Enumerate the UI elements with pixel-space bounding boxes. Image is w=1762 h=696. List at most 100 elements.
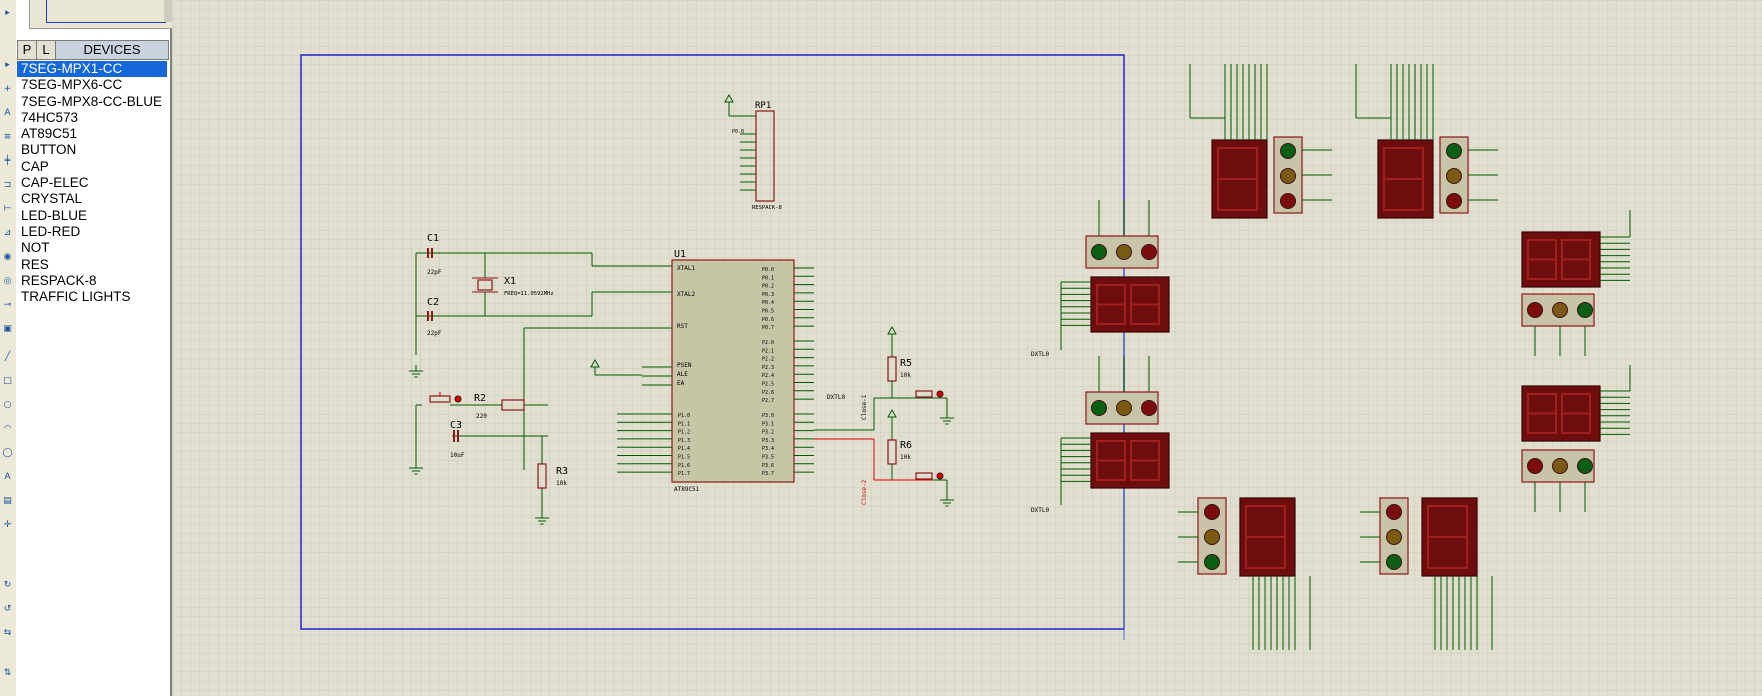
symbol-tool-icon[interactable]: ▤ xyxy=(3,496,12,506)
r3-label: R3 xyxy=(556,466,568,477)
mirror-x-icon[interactable]: ⇆ xyxy=(3,628,12,638)
library-button[interactable]: L xyxy=(37,41,56,59)
pin-label: P3.7 xyxy=(762,471,774,477)
device-item[interactable]: CAP-ELEC xyxy=(21,175,89,191)
pin-label: P1.6 xyxy=(678,463,690,469)
traffic-light-lamp xyxy=(1280,143,1296,159)
overview-sheet-frame xyxy=(46,0,166,23)
box-tool-icon[interactable]: □ xyxy=(3,376,12,386)
device-item[interactable]: LED-BLUE xyxy=(21,207,88,223)
segment-digit xyxy=(1096,440,1126,481)
text-tool-icon[interactable]: ≡ xyxy=(3,132,12,142)
reset-button-contact xyxy=(454,395,462,403)
overview-window[interactable] xyxy=(29,0,173,29)
pin-label: P1.7 xyxy=(678,471,690,477)
devices-title: DEVICES xyxy=(56,41,168,59)
x1-label: X1 xyxy=(504,276,516,287)
traffic-light-lamp xyxy=(1091,244,1107,260)
traffic-light-lamp xyxy=(1280,193,1296,209)
pin-label: P3.3 xyxy=(762,438,774,444)
junction-tool-icon[interactable]: + xyxy=(3,84,12,94)
device-item[interactable]: CRYSTAL xyxy=(21,191,83,207)
bus-tool-icon[interactable]: ╪ xyxy=(4,156,11,166)
pin-label: P1.5 xyxy=(678,455,690,461)
side-panel xyxy=(16,0,173,696)
device-item[interactable]: 7SEG-MPX1-CC xyxy=(17,61,167,78)
pin-label: ALE xyxy=(677,371,688,378)
text-draw-tool-icon[interactable]: A xyxy=(4,472,11,482)
traffic-light-lamp xyxy=(1141,400,1157,416)
marker-tool-icon[interactable]: ✛ xyxy=(3,520,12,530)
traffic-light-lamp xyxy=(1204,529,1220,545)
rotate-cw-icon[interactable]: ↻ xyxy=(3,580,12,590)
device-item[interactable]: 7SEG-MPX8-CC-BLUE xyxy=(21,93,163,109)
net-label: Close-1 xyxy=(861,394,868,420)
c2-label: C2 xyxy=(427,297,439,308)
sw1-button xyxy=(915,390,933,398)
segment-digit xyxy=(1245,505,1286,569)
device-item[interactable]: LED-RED xyxy=(21,223,81,239)
r3-value: 10k xyxy=(556,480,567,487)
pin-label: P2.7 xyxy=(762,398,774,404)
segment-digit xyxy=(1527,239,1557,280)
device-item[interactable]: CAP xyxy=(21,158,49,174)
generator-tool-icon[interactable]: ◎ xyxy=(3,276,12,286)
instrument-tool-icon[interactable]: ▣ xyxy=(3,324,12,334)
circle-tool-icon[interactable]: ○ xyxy=(3,400,12,410)
tool-palette: ▸ ▸ + A ≡ ╪ ⊐ ⊢ ⊿ ◉ ◎ ⊸ ▣ ╱ □ ○ ◠ ◯ A ▤ … xyxy=(0,0,17,696)
mirror-y-icon[interactable]: ⇅ xyxy=(3,668,12,678)
pin-label: P1.1 xyxy=(678,421,690,427)
select-tool-icon[interactable]: ▸ xyxy=(5,8,10,18)
device-item[interactable]: NOT xyxy=(21,240,50,256)
probe-tool-icon[interactable]: ⊸ xyxy=(3,300,12,310)
arc-tool-icon[interactable]: ◠ xyxy=(3,424,12,434)
device-item[interactable]: 7SEG-MPX6-CC xyxy=(21,77,123,93)
device-item[interactable]: RESPACK-8 xyxy=(21,272,97,288)
graph-tool-icon[interactable]: ⊿ xyxy=(3,228,12,238)
traffic-light-lamp xyxy=(1386,504,1402,520)
component-tool-icon[interactable]: ▸ xyxy=(5,60,10,70)
line-tool-icon[interactable]: ╱ xyxy=(4,352,11,362)
pin-label: XTAL2 xyxy=(677,291,695,298)
traffic-light-lamp xyxy=(1577,458,1593,474)
net-label: DXTL0 xyxy=(1031,351,1049,358)
pin-label: P3.6 xyxy=(762,463,774,469)
device-item[interactable]: BUTTON xyxy=(21,142,77,158)
device-item[interactable]: RES xyxy=(21,256,49,272)
pin-label: P2.5 xyxy=(762,382,774,388)
device-item[interactable]: TRAFFIC LIGHTS xyxy=(21,289,131,305)
overview-scrollbar[interactable] xyxy=(164,0,172,22)
pin-label: P0.5 xyxy=(762,309,774,315)
path-tool-icon[interactable]: ◯ xyxy=(2,448,13,458)
rotate-ccw-icon[interactable]: ↺ xyxy=(3,604,12,614)
traffic-light-lamp xyxy=(1446,168,1462,184)
device-item[interactable]: AT89C51 xyxy=(21,126,78,142)
schematic-drawing: C122pFC222pFX1FREQ=11.0592MHzR2220C310uF… xyxy=(172,0,1762,696)
traffic-light-lamp xyxy=(1527,458,1543,474)
segment-digit xyxy=(1130,284,1160,325)
pick-devices-button[interactable]: P xyxy=(18,41,37,59)
pin-tool-icon[interactable]: ⊢ xyxy=(3,204,12,214)
segment-digit xyxy=(1217,147,1258,211)
net-label: DXTL0 xyxy=(1031,507,1049,514)
traffic-light-lamp xyxy=(1446,193,1462,209)
segment-digit xyxy=(1096,284,1126,325)
pin-label: PSEN xyxy=(677,362,692,369)
rp1-type: RESPACK-8 xyxy=(752,205,782,211)
traffic-light-lamp xyxy=(1446,143,1462,159)
traffic-light-lamp xyxy=(1552,302,1568,318)
traffic-light-lamp xyxy=(1527,302,1543,318)
pin-label: P2.3 xyxy=(762,365,774,371)
pin-label: P0.0 xyxy=(732,129,744,135)
r2-value: 220 xyxy=(476,413,487,420)
device-item[interactable]: 74HC573 xyxy=(21,109,79,125)
c3-value: 10uF xyxy=(450,452,465,459)
terminal-tool-icon[interactable]: ⊐ xyxy=(3,180,12,190)
pin-label: RST xyxy=(677,323,688,330)
tape-tool-icon[interactable]: ◉ xyxy=(3,252,12,262)
wire-label-tool-icon[interactable]: A xyxy=(4,108,11,118)
net-label: Close-2 xyxy=(861,479,868,505)
pin-label: P3.2 xyxy=(762,430,774,436)
